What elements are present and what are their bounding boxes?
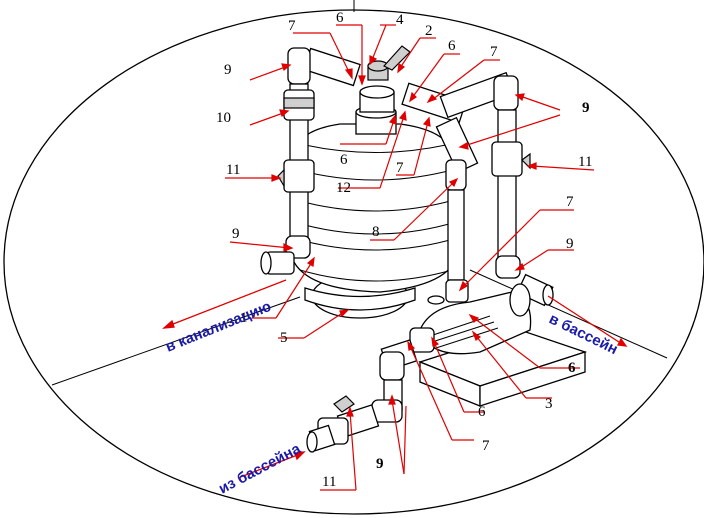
floor-line-left <box>51 296 301 386</box>
callout-lines <box>225 24 595 491</box>
callout-6-pump: 6 <box>568 360 576 376</box>
callout-5: 5 <box>280 330 288 346</box>
pump <box>409 283 532 355</box>
callout-2: 2 <box>425 23 433 39</box>
multiport-valve <box>355 45 411 135</box>
filter-tank <box>291 123 459 319</box>
callout-9-left: 9 <box>232 226 240 242</box>
callout-9-bottom: 9 <box>376 456 384 472</box>
callout-9-top-left: 9 <box>224 62 232 78</box>
callout-11-left: 11 <box>226 162 240 178</box>
callout-9-right-low: 9 <box>566 236 574 252</box>
callout-3: 3 <box>545 396 553 412</box>
callout-9-top-right: 9 <box>582 100 590 116</box>
callout-1: 1 <box>240 310 248 326</box>
callout-12: 12 <box>336 180 351 196</box>
callout-6-top: 6 <box>336 10 344 26</box>
callout-7-top-right: 7 <box>490 44 498 60</box>
callout-7-mid: 7 <box>396 160 404 176</box>
callout-6-lower: 6 <box>478 404 486 420</box>
pipes-left <box>260 47 361 275</box>
pipes-bottom <box>306 339 418 453</box>
flow-arrows <box>162 279 628 479</box>
callout-10: 10 <box>216 110 231 126</box>
callout-7-top-left: 7 <box>288 18 296 34</box>
callout-8: 8 <box>372 224 380 240</box>
callout-6-mid: 6 <box>340 152 348 168</box>
callout-7-right: 7 <box>566 194 574 210</box>
callout-11-right: 11 <box>578 154 592 170</box>
callout-7-lower: 7 <box>482 438 490 454</box>
callout-6-top-right: 6 <box>448 38 456 54</box>
floor-line-right <box>469 269 668 359</box>
flow-label-from-pool: из бассейна <box>216 440 304 498</box>
callout-11-bottom: 11 <box>322 474 336 490</box>
callout-4: 4 <box>396 12 404 28</box>
